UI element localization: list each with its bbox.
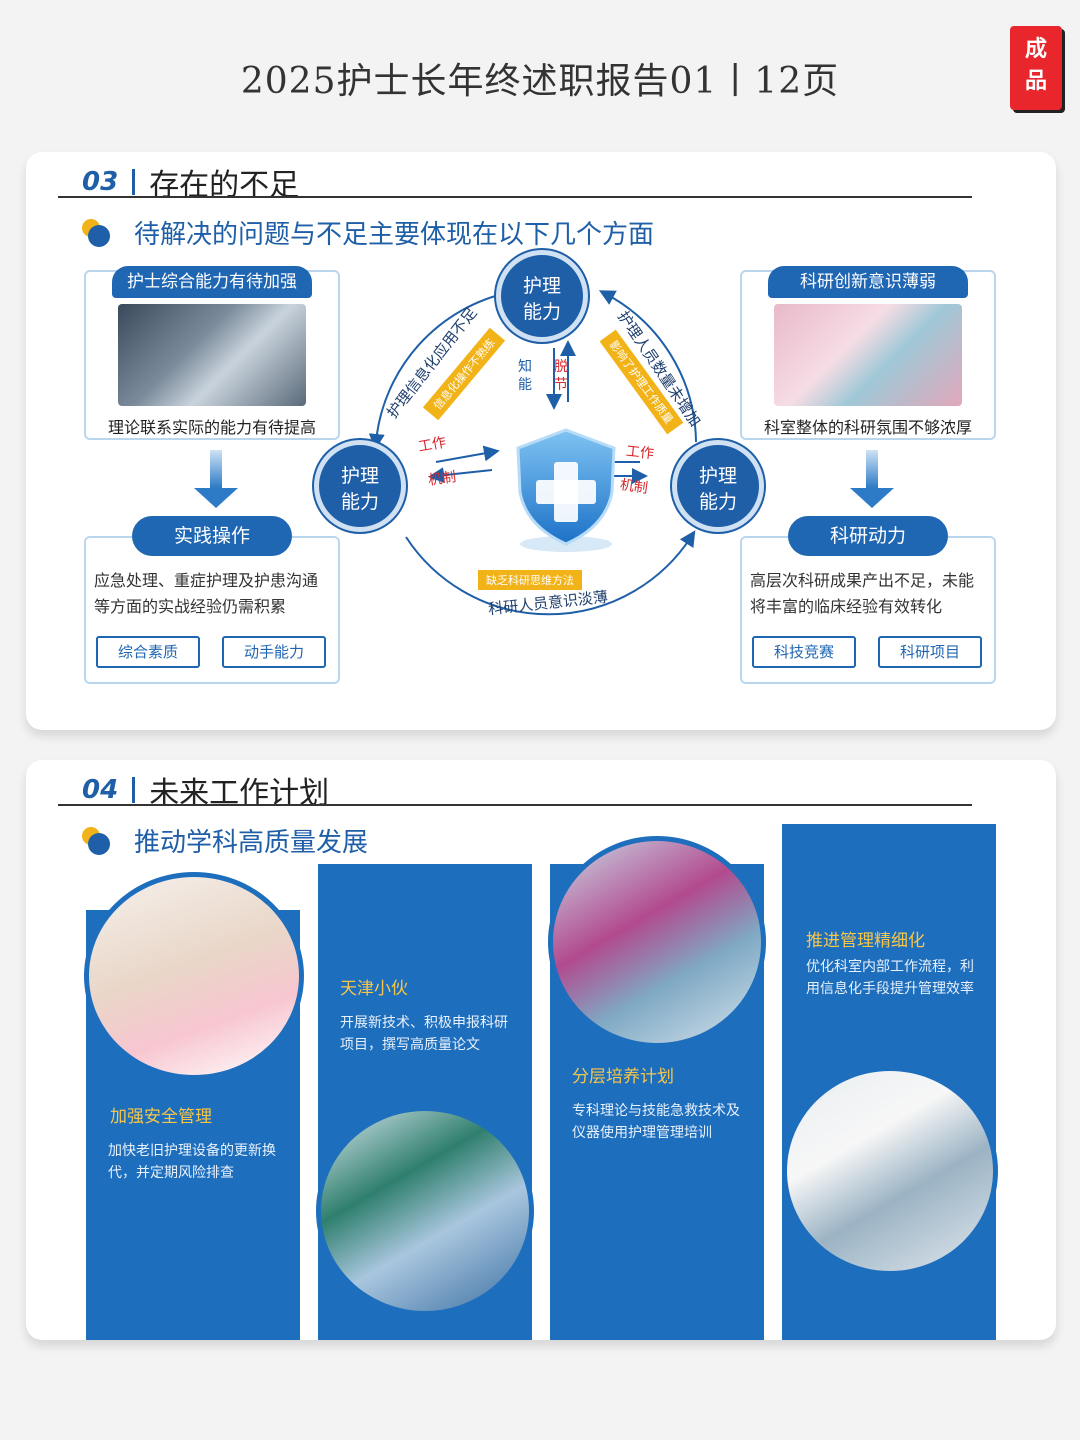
- section-divider: [132, 777, 136, 803]
- left-caption: 理论联系实际的能力有待提高: [107, 418, 316, 437]
- subtitle-row: 推动学科高质量发展: [82, 822, 368, 859]
- plan-text-safety: 加快老旧护理设备的更新换代，并定期风险排查: [108, 1143, 276, 1181]
- left-detail-box: 应急处理、重症护理及护患沟通等方面的实战经验仍需积累 综合素质 动手能力: [84, 536, 340, 684]
- top-node-label: 护理能力: [522, 275, 561, 323]
- elderly-care-photo: [84, 872, 304, 1080]
- mech-label-right: 机制: [618, 477, 649, 497]
- section-underline: [58, 196, 972, 198]
- practice-pill: 实践操作: [132, 516, 292, 556]
- section-number: 03: [82, 167, 119, 197]
- right-node: 护理能力: [672, 440, 764, 532]
- top-node: 护理能力: [496, 250, 588, 342]
- badge-line-1: 成: [1024, 37, 1047, 62]
- plan-label-research: 天津小伙: [340, 979, 408, 999]
- arc-left: [368, 291, 512, 450]
- page-title: 2025护士长年终述职报告01丨12页: [240, 61, 840, 102]
- mech-label-left: 机制: [427, 469, 458, 489]
- subtitle-row: 待解决的问题与不足主要体现在以下几个方面: [82, 214, 654, 251]
- left-detail-text: 应急处理、重症护理及护患沟通等方面的实战经验仍需积累: [94, 571, 319, 616]
- plan-text-training: 专科理论与技能急救技术及仪器使用护理管理培训: [572, 1103, 740, 1141]
- ward-team-photo: [782, 1066, 998, 1276]
- left-problem-box: 理论联系实际的能力有待提高: [84, 270, 340, 440]
- subtitle: 待解决的问题与不足主要体现在以下几个方面: [134, 220, 655, 250]
- corner-badge: 成 品: [1010, 26, 1062, 110]
- plan-label-safety: 加强安全管理: [110, 1107, 212, 1127]
- left-node: 护理能力: [314, 440, 406, 532]
- cycle-diagram: [368, 290, 697, 616]
- right-detail-box: 高层次科研成果产出不足，未能将丰富的临床经验有效转化 科技竞赛 科研项目: [740, 536, 996, 684]
- plan-label-training: 分层培养计划: [572, 1067, 674, 1087]
- vertical-label-left: 知能: [518, 359, 532, 393]
- left-node-label: 护理能力: [340, 465, 379, 513]
- hands-on-button[interactable]: 动手能力: [222, 636, 326, 668]
- right-caption: 科室整体的科研氛围不够浓厚: [763, 418, 972, 437]
- down-arrow-icon: [194, 450, 238, 508]
- plan-label-management: 推进管理精细化: [806, 931, 925, 951]
- bullet-dots-icon: [82, 826, 110, 855]
- quality-button[interactable]: 综合素质: [96, 636, 200, 668]
- section-04-card: 04 未来工作计划 推动学科高质量发展 加强安全管理 加快老旧护理设备的更新换代…: [26, 760, 1056, 1340]
- right-tab: 科研创新意识薄弱: [768, 266, 968, 298]
- shield-plus-icon: [516, 428, 616, 552]
- arc-right: [598, 290, 697, 443]
- arc-bottom: [405, 530, 696, 616]
- vertical-label-right: 脱节: [554, 359, 568, 393]
- nurses-photo: [118, 304, 306, 406]
- badge-line-2: 品: [1024, 69, 1047, 94]
- work-label-right: 工作: [625, 443, 655, 463]
- subtitle: 推动学科高质量发展: [134, 828, 369, 858]
- section-divider: [132, 169, 136, 195]
- section-03-card: 03 存在的不足 待解决的问题与不足主要体现在以下几个方面 理论联系实际的能力有…: [26, 152, 1056, 730]
- plan-text-management: 优化科室内部工作流程，利用信息化手段提升管理效率: [806, 959, 974, 997]
- research-photo: [774, 304, 962, 406]
- section-underline: [58, 804, 972, 806]
- down-arrow-icon: [850, 450, 894, 508]
- project-button[interactable]: 科研项目: [878, 636, 982, 668]
- right-detail-text: 高层次科研成果产出不足，未能将丰富的临床经验有效转化: [750, 571, 975, 616]
- plan-text-research: 开展新技术、积极申报科研项目，撰写高质量论文: [340, 1015, 508, 1053]
- bullet-dots-icon: [82, 218, 110, 247]
- section-number: 04: [82, 775, 119, 805]
- left-tab: 护士综合能力有待加强: [112, 266, 312, 298]
- training-photo: [548, 836, 766, 1048]
- competition-button[interactable]: 科技竞赛: [752, 636, 856, 668]
- research-pill: 科研动力: [788, 516, 948, 556]
- right-node-label: 护理能力: [698, 465, 737, 513]
- surgery-photo: [316, 1106, 534, 1316]
- tag-bottom: 缺乏科研思维方法: [478, 570, 582, 590]
- right-problem-box: 科室整体的科研氛围不够浓厚: [740, 270, 996, 440]
